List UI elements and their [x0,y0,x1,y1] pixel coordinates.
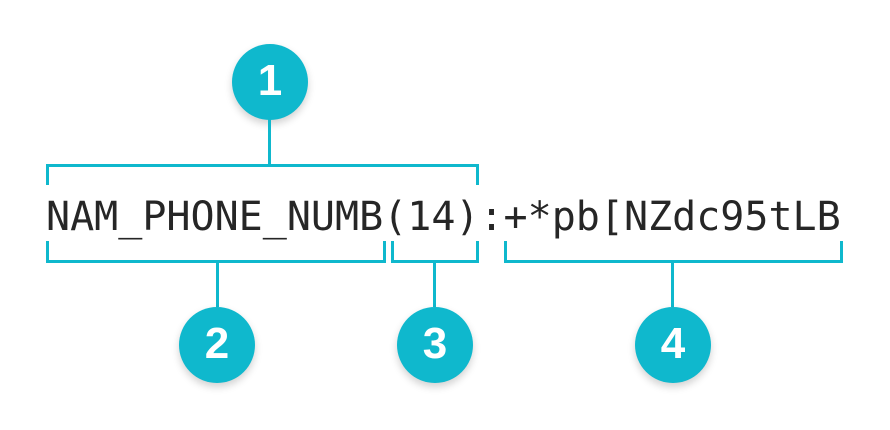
code-string: NAM_PHONE_NUMB(14):+*pb[NZdc95tLB [46,194,841,240]
connector-line-1 [268,118,271,165]
bracket-full-field [46,164,479,185]
bracket-field-name [46,241,386,263]
step-marker-1-number: 1 [257,56,283,105]
connector-line-2 [216,262,219,307]
connector-line-4 [671,262,674,307]
bracket-length [391,241,479,263]
step-marker-4: 4 [635,307,711,383]
step-marker-3-number: 3 [422,319,448,368]
bracket-value [504,241,843,263]
connector-line-3 [433,262,436,307]
step-marker-2-number: 2 [204,319,230,368]
step-marker-4-number: 4 [660,319,686,368]
step-marker-1: 1 [232,44,308,120]
step-marker-2: 2 [179,307,255,383]
step-marker-3: 3 [397,307,473,383]
